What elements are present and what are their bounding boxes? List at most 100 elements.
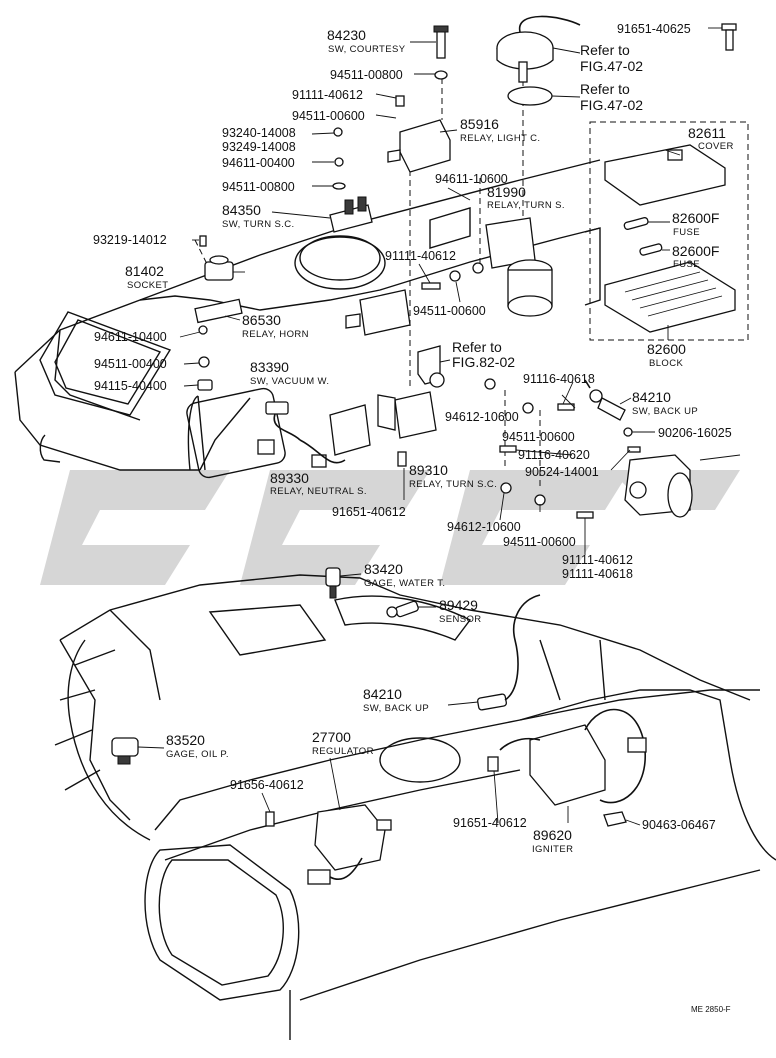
label-81402: 81402 SOCKET (125, 263, 168, 291)
part-91651-bolt-lower[interactable] (487, 756, 499, 772)
part-27700-regulator[interactable] (307, 804, 392, 885)
label-91116-40618: 91116-40618 (523, 372, 595, 386)
part-82600f-fuse-2[interactable] (639, 243, 663, 256)
part-83520-gage-oil-p[interactable] (111, 737, 139, 765)
part-82600f-fuse-1[interactable] (623, 217, 649, 230)
label-83520: 83520 GAGE, OIL P. (166, 732, 228, 760)
label-27700: 27700 REGULATOR (312, 729, 373, 757)
svg-text:27700: 27700 (312, 729, 351, 745)
svg-text:SOCKET: SOCKET (127, 280, 168, 291)
part-81402-socket[interactable] (204, 255, 234, 281)
label-84210-lower: 84210 SW, BACK UP (363, 686, 429, 714)
label-93249-14008: 93249-14008 (222, 140, 296, 154)
label-84210-upper: 84210 SW, BACK UP (632, 389, 698, 417)
label-94511-00800-b: 94511-00800 (222, 180, 295, 194)
label-91111-40612-c: 91111-40612 (562, 553, 633, 567)
label-82611: 82611 COVER (688, 125, 734, 152)
svg-text:81402: 81402 (125, 263, 164, 279)
label-91116-40620: 91116-40620 (518, 448, 590, 462)
label-90206-16025: 90206-16025 (658, 426, 732, 440)
svg-text:81990: 81990 (487, 184, 526, 200)
svg-text:RELAY, HORN: RELAY, HORN (242, 329, 309, 340)
part-90463-clip[interactable] (603, 811, 627, 827)
part-89310-relay-turn-sc[interactable] (377, 391, 437, 467)
part-81990-relay-turn-s[interactable] (485, 217, 553, 317)
part-84210-sw-back-up-lower[interactable] (476, 594, 541, 711)
label-86530: 86530 RELAY, HORN (242, 312, 309, 340)
label-94511-00600-c: 94511-00600 (502, 430, 575, 444)
svg-text:89429: 89429 (439, 597, 478, 613)
svg-text:COVER: COVER (698, 141, 734, 152)
svg-text:FIG.47-02: FIG.47-02 (580, 58, 643, 74)
svg-text:Refer to: Refer to (580, 42, 630, 58)
part-brake-assembly[interactable] (624, 454, 741, 518)
svg-text:SW, VACUUM W.: SW, VACUUM W. (250, 376, 329, 387)
svg-text:82611: 82611 (688, 125, 726, 141)
svg-text:82600F: 82600F (672, 243, 719, 259)
fuse-block-frame (589, 121, 749, 341)
label-94611-10400: 94611-10400 (94, 330, 167, 344)
part-83420-gage-water-t[interactable] (325, 567, 341, 599)
part-dome-plate[interactable] (507, 86, 553, 106)
svg-text:SW, TURN S.C.: SW, TURN S.C. (222, 219, 295, 230)
svg-text:FIG.47-02: FIG.47-02 (580, 97, 643, 113)
part-89330-relay-neutral-s[interactable] (299, 404, 371, 468)
part-89620-igniter[interactable] (499, 708, 647, 806)
svg-text:SW, BACK UP: SW, BACK UP (632, 406, 698, 417)
svg-text:SENSOR: SENSOR (439, 614, 482, 625)
svg-text:SW, BACK UP: SW, BACK UP (363, 703, 429, 714)
part-82611-cover[interactable] (604, 144, 726, 206)
ref-fig47-02-b: Refer to FIG.47-02 (580, 81, 643, 113)
part-84350-sw-turn-sc[interactable] (329, 196, 373, 233)
label-94611-00400: 94611-00400 (222, 156, 295, 170)
svg-text:84210: 84210 (632, 389, 671, 405)
label-93240-14008: 93240-14008 (222, 126, 296, 140)
svg-text:89330: 89330 (270, 470, 309, 486)
part-85916-relay-light-c[interactable] (387, 95, 451, 173)
label-94612-10600-b: 94612-10600 (447, 520, 521, 534)
svg-text:86530: 86530 (242, 312, 281, 328)
watermark (40, 470, 740, 585)
part-dome-cap[interactable] (496, 15, 581, 83)
svg-text:RELAY, NEUTRAL S.: RELAY, NEUTRAL S. (270, 486, 367, 497)
svg-text:BLOCK: BLOCK (649, 358, 683, 369)
label-83420: 83420 GAGE, WATER T. (364, 561, 445, 589)
label-91651-40612-a: 91651-40612 (332, 505, 406, 519)
label-91111-40612-b: 91111-40612 (385, 249, 456, 263)
lower-vehicle-body (54, 574, 776, 1040)
svg-text:83390: 83390 (250, 359, 289, 375)
label-81990: 81990 RELAY, TURN S. (487, 184, 565, 211)
label-83390: 83390 SW, VACUUM W. (250, 359, 329, 387)
svg-text:89310: 89310 (409, 462, 448, 478)
label-94511-00600-d: 94511-00600 (503, 535, 576, 549)
part-84230-sw-courtesy[interactable] (433, 25, 449, 80)
label-94612-10600-a: 94612-10600 (445, 410, 519, 424)
label-93219-14012: 93219-14012 (93, 233, 167, 247)
svg-text:83420: 83420 (364, 561, 403, 577)
part-91656-bolt-lower[interactable] (265, 811, 275, 827)
part-86530-relay-horn[interactable] (345, 289, 411, 336)
label-91651-40612-b: 91651-40612 (453, 816, 527, 830)
label-89429: 89429 SENSOR (439, 597, 482, 625)
part-83390-sw-vacuum-w[interactable] (257, 401, 301, 455)
part-82600-block[interactable] (604, 261, 736, 333)
svg-text:82600: 82600 (647, 341, 686, 357)
label-89310: 89310 RELAY, TURN S.C. (409, 462, 497, 490)
label-94511-00800-a: 94511-00800 (330, 68, 403, 82)
label-94611-10600-a: 94611-10600 (435, 172, 508, 186)
part-89429-sensor[interactable] (386, 600, 419, 618)
svg-text:84230: 84230 (327, 27, 366, 43)
svg-text:GAGE, WATER T.: GAGE, WATER T. (364, 578, 445, 589)
part-bracket-fig82[interactable] (417, 345, 445, 388)
label-91111-40612-a: 91111-40612 (292, 88, 363, 102)
label-82600F-b: 82600F FUSE (672, 243, 719, 270)
svg-text:84350: 84350 (222, 202, 261, 218)
svg-text:84210: 84210 (363, 686, 402, 702)
svg-text:SW, COURTESY: SW, COURTESY (328, 44, 406, 55)
label-89620: 89620 IGNITER (532, 827, 573, 855)
part-84210-sw-back-up-upper[interactable] (584, 379, 626, 421)
label-91111-40618: 91111-40618 (562, 567, 633, 581)
svg-text:83520: 83520 (166, 732, 205, 748)
svg-text:89620: 89620 (533, 827, 572, 843)
